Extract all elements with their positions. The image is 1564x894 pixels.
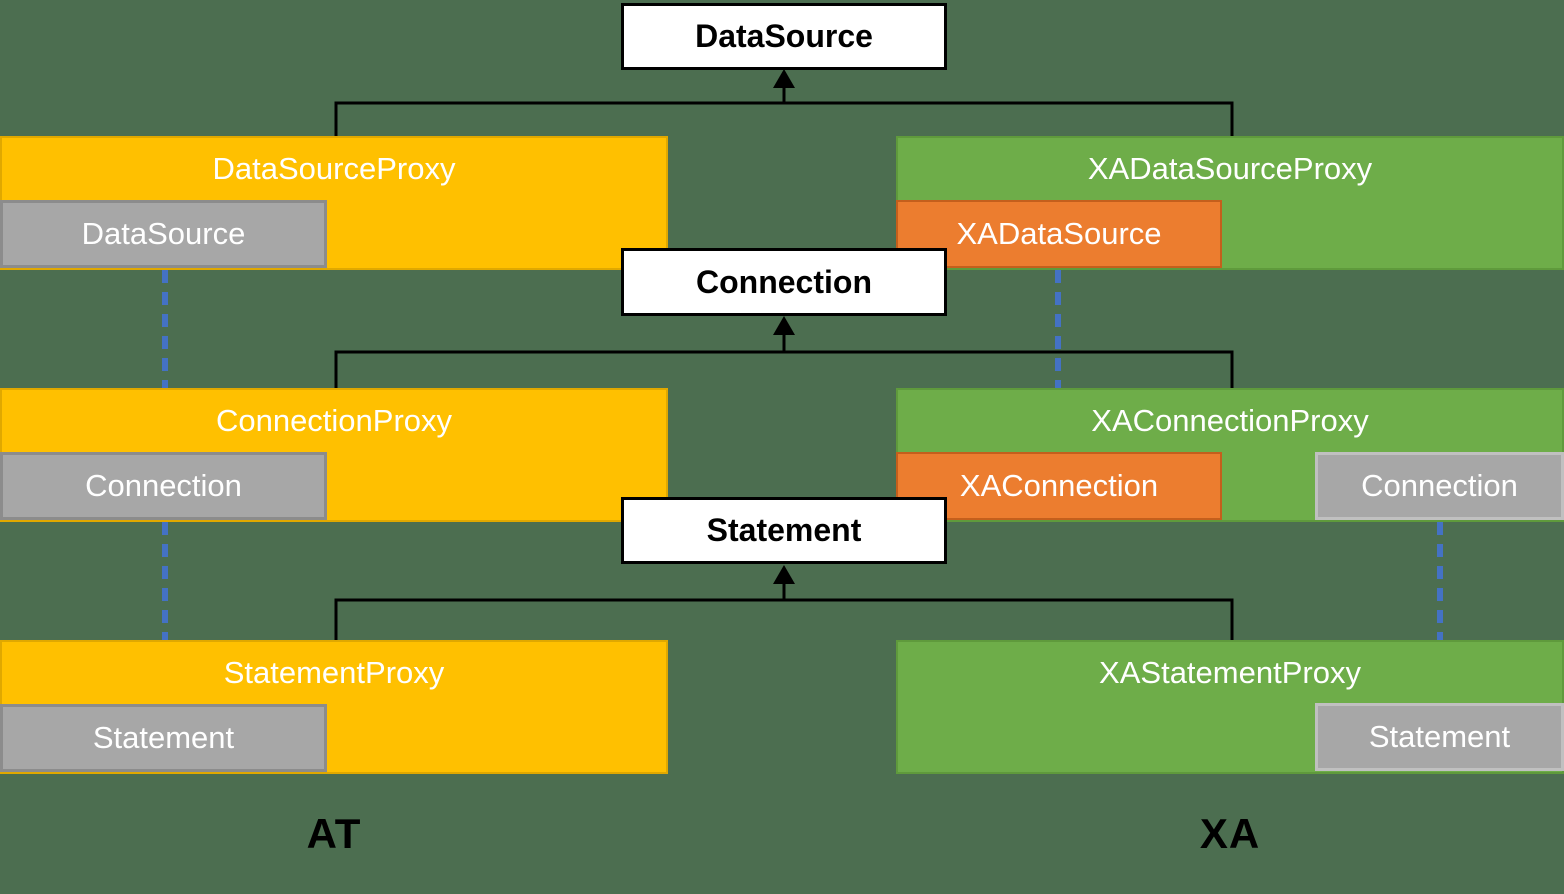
xa-statementproxy-label: XAStatementProxy — [1099, 655, 1361, 690]
at-connection-inner-label: Connection — [85, 468, 242, 503]
section-label-xa: XA — [1199, 810, 1261, 857]
at-datasource-inner-box: DataSource — [0, 200, 327, 268]
xa-datasourceproxy-label: XADataSourceProxy — [1087, 151, 1373, 186]
at-connectionproxy-label: ConnectionProxy — [215, 403, 453, 438]
at-connection-inner-box: Connection — [0, 452, 327, 520]
xa-connection-inner-box: XAConnection — [896, 452, 1222, 520]
inheritance-connector-statement — [334, 565, 1234, 641]
at-statement-inner-label: Statement — [92, 720, 235, 755]
xa-connection-right-label: Connection — [1361, 468, 1518, 503]
inheritance-connector-connection — [334, 316, 1234, 389]
interface-label-statement: Statement — [706, 512, 862, 548]
xa-statement-right-label: Statement — [1368, 719, 1511, 754]
xa-connectionproxy-label: XAConnectionProxy — [1091, 403, 1369, 438]
interface-label-connection: Connection — [696, 263, 872, 300]
xa-statement-right-box: Statement — [1315, 703, 1564, 771]
at-datasource-inner-label: DataSource — [81, 216, 246, 251]
xa-datasource-inner-box: XADataSource — [896, 200, 1222, 268]
at-datasourceproxy-label: DataSourceProxy — [212, 151, 456, 186]
interface-label-datasource: DataSource — [695, 18, 873, 54]
xa-connection-right-box: Connection — [1315, 452, 1564, 520]
interface-box-statement: Statement — [621, 497, 947, 564]
up-arrow-icon — [773, 565, 795, 584]
at-statementproxy-label: StatementProxy — [223, 655, 445, 690]
xa-connection-inner-label: XAConnection — [959, 468, 1159, 503]
interface-box-datasource: DataSource — [621, 3, 947, 70]
section-label-at: AT — [306, 810, 362, 857]
inheritance-connector-datasource — [334, 69, 1234, 137]
up-arrow-icon — [773, 69, 795, 88]
xa-datasource-inner-label: XADataSource — [956, 216, 1162, 251]
up-arrow-icon — [773, 316, 795, 335]
at-statement-inner-box: Statement — [0, 704, 327, 772]
interface-box-connection: Connection — [621, 248, 947, 316]
